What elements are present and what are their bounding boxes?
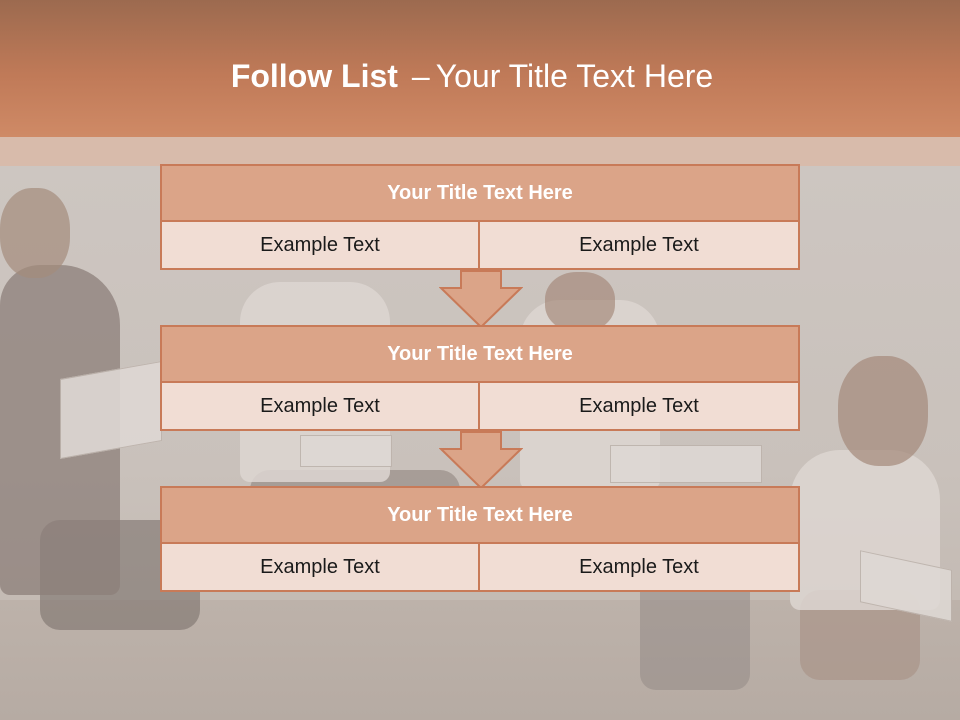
block-title: Your Title Text Here (160, 164, 800, 222)
cell-left: Example Text (160, 220, 480, 270)
cell-left: Example Text (160, 381, 480, 431)
cell-right: Example Text (478, 220, 800, 270)
cell-left: Example Text (160, 542, 480, 592)
title-separator: – (411, 58, 430, 94)
block-cells: Example Text Example Text (160, 542, 800, 592)
page-title: Follow List–Your Title Text Here (0, 56, 944, 96)
down-arrow-icon (439, 270, 523, 328)
list-block-2: Your Title Text Here Example Text Exampl… (160, 325, 800, 431)
person-3-head (545, 272, 615, 332)
title-bold: Follow List (230, 58, 398, 94)
person-1-head (0, 188, 70, 278)
laptop-3 (610, 445, 762, 483)
laptop-2 (300, 435, 392, 467)
header-bar (0, 0, 960, 137)
block-cells: Example Text Example Text (160, 220, 800, 270)
person-4-head (838, 356, 928, 466)
block-title: Your Title Text Here (160, 486, 800, 544)
list-block-1: Your Title Text Here Example Text Exampl… (160, 164, 800, 270)
down-arrow-icon (439, 431, 523, 489)
cell-right: Example Text (478, 542, 800, 592)
header-subband (0, 137, 960, 166)
title-rest: Your Title Text Here (435, 58, 714, 94)
block-cells: Example Text Example Text (160, 381, 800, 431)
block-title: Your Title Text Here (160, 325, 800, 383)
cell-right: Example Text (478, 381, 800, 431)
list-block-3: Your Title Text Here Example Text Exampl… (160, 486, 800, 592)
